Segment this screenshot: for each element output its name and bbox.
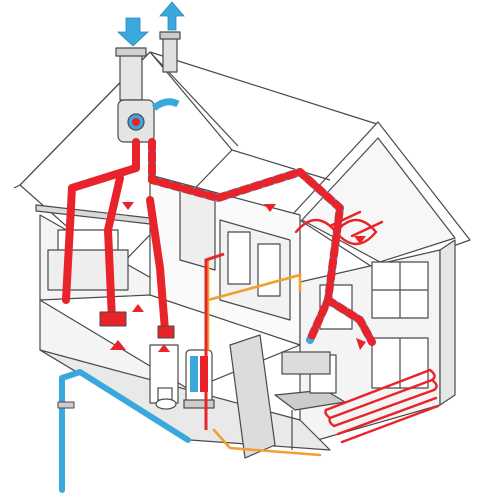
air-flow-arrow-icon — [158, 344, 170, 352]
chimney — [162, 37, 178, 73]
floor-heating-lower-returns — [324, 368, 438, 428]
exhaust-arrow-icon — [159, 1, 185, 31]
hot-water-pipe-lower — [212, 428, 322, 457]
floor-heating-lower-loop — [324, 368, 440, 444]
air-flow-arrow-icon — [122, 202, 134, 210]
air-flow-arrow-icon — [264, 204, 276, 212]
floor-heating — [294, 210, 440, 444]
air-flow-arrows — [110, 1, 366, 352]
chimney-cap — [159, 31, 181, 40]
intake-arrow-icon — [116, 17, 150, 47]
ground-loop — [57, 369, 191, 493]
floor-heating-upper-loop — [294, 210, 384, 246]
ground-loop-connector — [57, 401, 75, 409]
toilet-icon — [155, 387, 177, 410]
hot-water-pipes — [206, 258, 322, 457]
main-roof-eave — [13, 51, 239, 189]
supply-ducts — [62, 138, 175, 339]
supply-duct-branch — [104, 174, 124, 324]
hot-water-pipe-horizontal — [206, 273, 302, 302]
kitchen-counter — [281, 351, 331, 375]
right-side-wall — [439, 239, 456, 406]
ground-loop-inner — [71, 379, 181, 491]
roof-vent-stack — [119, 54, 143, 101]
rear-roof-edge — [231, 149, 331, 181]
roof-vent-cap — [115, 47, 147, 57]
air-flow-arrow-icon — [356, 338, 366, 350]
supply-grille-left — [99, 311, 127, 327]
striped-duct — [148, 138, 376, 346]
heating-riser — [204, 252, 225, 430]
supply-duct-main — [62, 138, 140, 304]
upper-door-left — [227, 231, 251, 285]
upper-door-right — [257, 243, 281, 297]
air-flow-arrow-icon — [354, 236, 366, 244]
water-heater-icon — [183, 349, 215, 409]
air-flow-arrow-icon — [110, 340, 126, 350]
equipment — [117, 98, 331, 410]
staircase — [229, 334, 276, 459]
exhaust-duct-right-stripes — [324, 296, 376, 346]
house-structure — [13, 31, 471, 459]
air-flow-arrow-icon — [132, 304, 144, 312]
roof-ridge — [149, 51, 381, 126]
supply-duct-down — [146, 196, 169, 334]
bathroom-tiles — [47, 249, 129, 291]
supply-grille-mid — [157, 325, 175, 339]
ground-loop-outer — [59, 369, 191, 493]
